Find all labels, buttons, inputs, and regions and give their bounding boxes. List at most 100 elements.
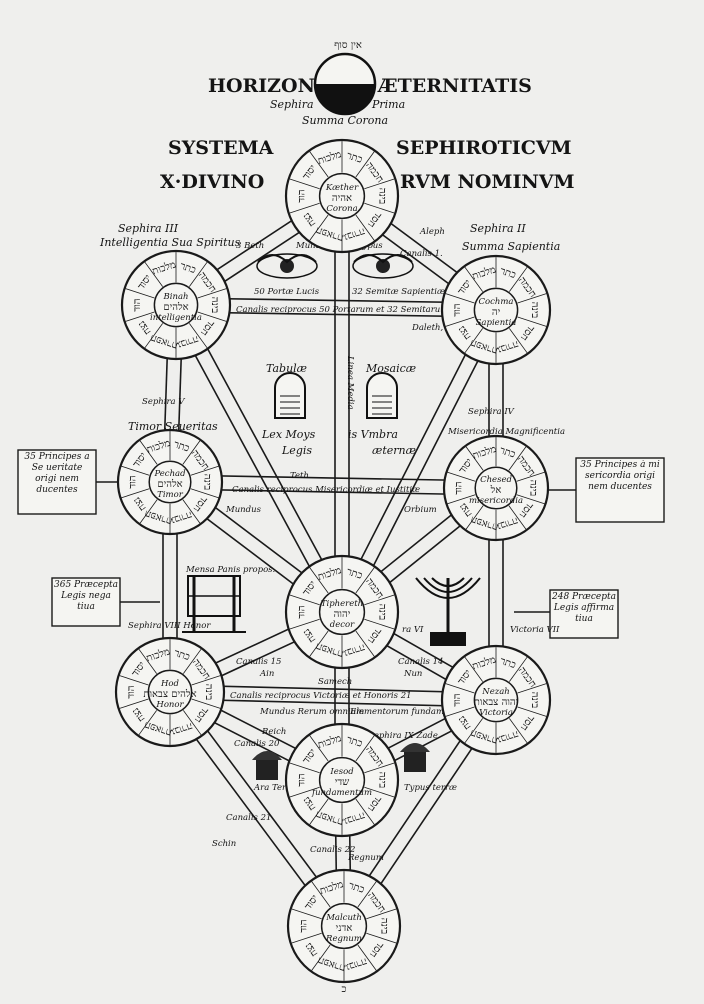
sephira-name: Cochma xyxy=(479,297,514,307)
sephira-inner-ring xyxy=(318,588,366,636)
sephira-divine-name: אהיה xyxy=(332,193,352,204)
title-divino: X·DIVINO xyxy=(160,171,264,193)
label-canalis-recip: Canalis reciprocus 50 Portarum et 32 Sem… xyxy=(236,305,448,315)
sephira-ring-word: כתר xyxy=(498,445,517,460)
label-canalis1: Canalis 1. xyxy=(400,249,443,259)
sephira-spoke xyxy=(517,293,547,304)
sephira-divine-name: אלהים צבאות xyxy=(143,688,196,700)
horizon-label: HORIZON xyxy=(208,75,315,97)
sephira-name: Binah xyxy=(163,292,189,302)
sephira-ring-word: כתר xyxy=(172,439,191,454)
sephira-subtitle: Timor xyxy=(157,490,184,500)
cherubim-left-icon xyxy=(256,253,318,279)
canal-line-binah-tiphereth xyxy=(181,301,349,610)
label-beth: 3 Beth xyxy=(236,241,264,251)
label-tabulae: Tabulæ xyxy=(266,362,307,375)
sephira-inner-ring xyxy=(318,756,366,804)
sephira-spoke xyxy=(364,594,395,606)
label-samech: Samech xyxy=(318,677,352,687)
sephira-ring-word: בינה xyxy=(203,684,214,701)
label-schin: Schin xyxy=(212,839,236,849)
label-linea-media: Linea Media xyxy=(345,355,355,410)
sephira-divine-name: יהוה צבאות xyxy=(474,697,519,708)
sephira-spoke xyxy=(445,316,475,327)
sephira-subtitle: fundamentum xyxy=(311,788,372,798)
label-daleth: Daleth, xyxy=(411,323,444,333)
sephira-inner-ring xyxy=(148,460,192,504)
sephira-ring-word: הוד xyxy=(297,773,308,786)
sephira-spoke xyxy=(509,656,528,682)
sephira-spoke xyxy=(366,908,397,920)
sephira-subtitle: decor xyxy=(330,620,355,630)
altar-right-icon xyxy=(400,743,430,772)
sephira-inner-ring xyxy=(147,669,193,715)
sephira-ring-word: בינה xyxy=(529,692,540,709)
sephira-spoke xyxy=(289,178,320,190)
sephira-nezah: כתרחכמהבינהחסדגבורהתפארתנצחהודיסודמלכותN… xyxy=(440,644,552,756)
label-semitae: 32 Semitæ Sapientiæ xyxy=(352,287,445,297)
horizon-globe-icon xyxy=(313,52,377,116)
sephira-spoke xyxy=(190,488,219,499)
ein-sof-heading: אין סוף xyxy=(334,40,362,51)
principes-left-text: 35 Principes a Se ueritate origi nem duc… xyxy=(24,452,90,495)
label-nun: Nun xyxy=(403,669,422,679)
sephira-spoke xyxy=(311,881,331,908)
sephira-spoke xyxy=(355,735,375,762)
label-misericordia: Misericordia Magnificentia xyxy=(447,427,565,437)
sephira-spoke xyxy=(509,718,528,744)
sephira-spoke xyxy=(311,944,331,971)
sephira-name: Kæther xyxy=(325,183,359,193)
sephira-spoke xyxy=(144,261,163,287)
sephira-spoke xyxy=(309,567,329,594)
sephira-spoke xyxy=(139,499,158,524)
tablets-right-icon xyxy=(366,372,398,419)
label-sephira3: Sephira III xyxy=(118,222,179,235)
title-sephiroticum: SEPHIROTICVM xyxy=(396,137,572,159)
sephira-spoke xyxy=(516,494,545,505)
sephira-divine-name: יהוה xyxy=(334,609,351,620)
sephira-spoke xyxy=(197,288,227,299)
sephira-spoke xyxy=(309,151,329,178)
sephira-spoke xyxy=(517,706,547,717)
prima-label: Prima xyxy=(371,98,405,111)
sephira-spoke xyxy=(119,698,149,709)
cherubim-right-icon xyxy=(352,253,414,279)
sephira-name: Malcuth xyxy=(325,913,362,923)
sephira-spoke xyxy=(508,505,527,530)
canal-line-pechad-chesed xyxy=(170,474,497,482)
label-canalis20: Canalis 20 xyxy=(234,739,280,749)
sephira-label: Sephira xyxy=(270,98,314,111)
label-ain: Ain xyxy=(259,669,274,679)
label-aeternae: æternæ xyxy=(372,444,416,457)
sephira-spoke xyxy=(289,762,320,774)
sephira-spoke xyxy=(309,735,329,762)
sephira-spoke xyxy=(366,932,397,944)
sephira-inner-ring xyxy=(320,902,368,950)
sephira-subtitle: Corona xyxy=(326,204,357,214)
sephira-spoke xyxy=(289,618,320,630)
sephira-ring-word: הוד xyxy=(297,605,308,618)
label-portae-lucis: 50 Portæ Lucis xyxy=(254,287,320,297)
sephira-subtitle: Victoria xyxy=(479,708,513,718)
sephira-ring-word: בינה xyxy=(376,604,387,621)
sephira-subtitle: Honor xyxy=(155,700,184,710)
sephira-spoke xyxy=(355,798,375,825)
sephira-spoke xyxy=(309,798,329,825)
sephira-spoke xyxy=(189,261,208,287)
sephira-name: Iesod xyxy=(329,767,354,777)
sephira-spoke xyxy=(309,630,329,657)
sephira-name: Nezah xyxy=(481,687,510,697)
table-shewbread-icon xyxy=(182,575,246,633)
sephira-spoke xyxy=(357,944,377,971)
sephira-spoke xyxy=(445,706,475,717)
sephira-spoke xyxy=(364,202,395,214)
label-ra-vi: ra VI xyxy=(402,625,424,635)
label-sephira2: Sephira II xyxy=(470,222,526,235)
sephira-divine-name: יה xyxy=(492,307,501,318)
sephira-spoke xyxy=(183,648,202,674)
sephira-tiphereth: כתרחכמהבינהחסדגבורהתפארתנצחהודיסודמלכותT… xyxy=(284,554,400,670)
sephira-pechad: כתרחכמהבינהחסדגבורהתפארתנצחהודיסודמלכותP… xyxy=(116,428,224,536)
sephira-spoke xyxy=(364,762,395,774)
sephira-spoke xyxy=(364,618,395,630)
